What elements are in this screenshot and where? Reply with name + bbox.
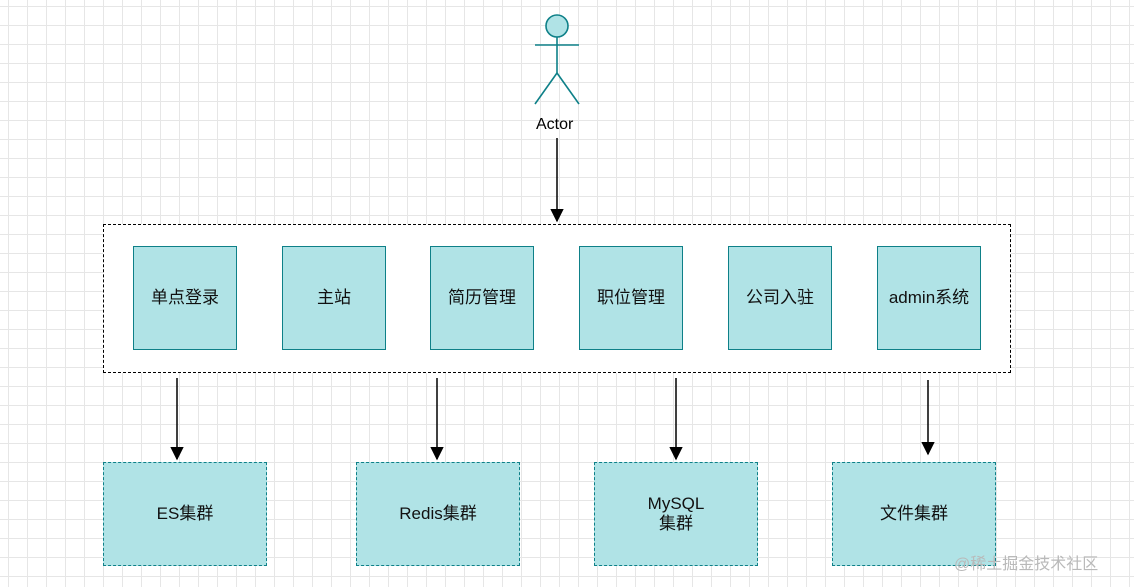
module-sso[interactable]: 单点登录 xyxy=(133,246,237,350)
module-position[interactable]: 职位管理 xyxy=(579,246,683,350)
actor-figure[interactable] xyxy=(534,14,580,105)
module-main-site[interactable]: 主站 xyxy=(282,246,386,350)
module-resume[interactable]: 简历管理 xyxy=(430,246,534,350)
actor-label: Actor xyxy=(536,116,574,133)
system-container[interactable] xyxy=(103,224,1011,373)
store-redis[interactable]: Redis集群 xyxy=(356,462,520,566)
store-mysql[interactable]: MySQL 集群 xyxy=(594,462,758,566)
module-admin[interactable]: admin系统 xyxy=(877,246,981,350)
store-es[interactable]: ES集群 xyxy=(103,462,267,566)
module-company[interactable]: 公司入驻 xyxy=(728,246,832,350)
watermark: @稀土掘金技术社区 xyxy=(954,556,1099,573)
store-file[interactable]: 文件集群 xyxy=(832,462,996,566)
